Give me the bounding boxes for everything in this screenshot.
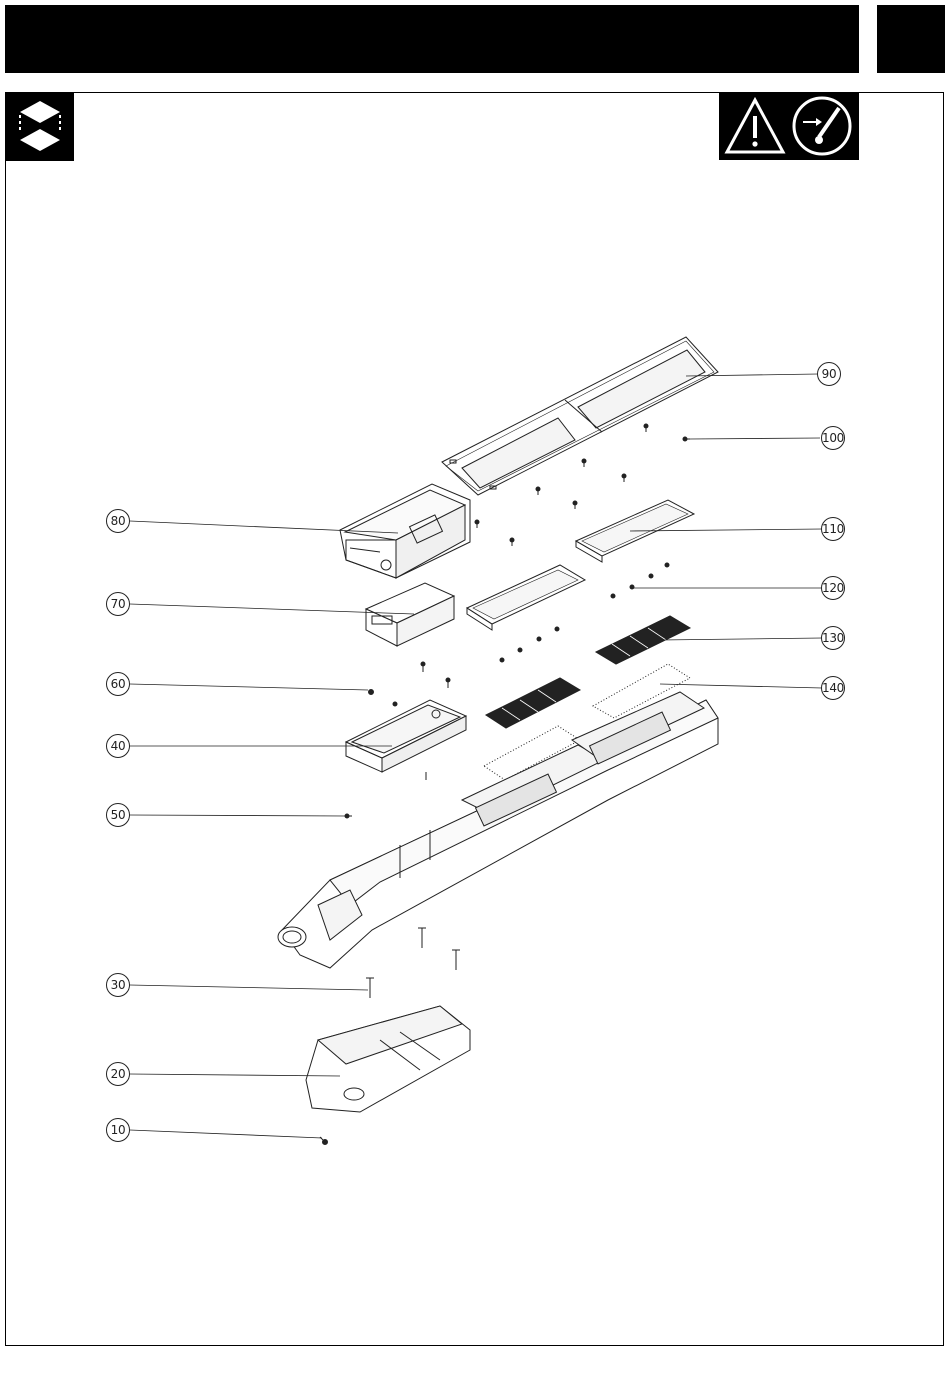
callout-20: 20 [106,1062,130,1086]
part-gasket-left [467,565,585,630]
part-130-led-board-left [486,678,580,728]
part-90-cover [442,337,718,495]
callout-90: 90 [817,362,841,386]
part-60-screws [369,662,451,706]
callout-40: 40 [106,734,130,758]
callout-50: 50 [106,803,130,827]
callout-100: 100 [821,426,845,450]
part-30-bolts [366,928,460,998]
main-body-housing [278,692,718,968]
part-40-control-box [346,700,466,780]
callout-140: 140 [821,676,845,700]
callout-130: 130 [821,626,845,650]
part-70-gearbox [366,583,454,646]
part-20-bottom-cover [306,1006,470,1112]
part-50-screw [345,814,352,818]
callout-120: 120 [821,576,845,600]
callout-10: 10 [106,1118,130,1142]
callout-60: 60 [106,672,130,696]
callout-110: 110 [821,517,845,541]
callout-30: 30 [106,973,130,997]
callout-70: 70 [106,592,130,616]
callout-80: 80 [106,509,130,533]
